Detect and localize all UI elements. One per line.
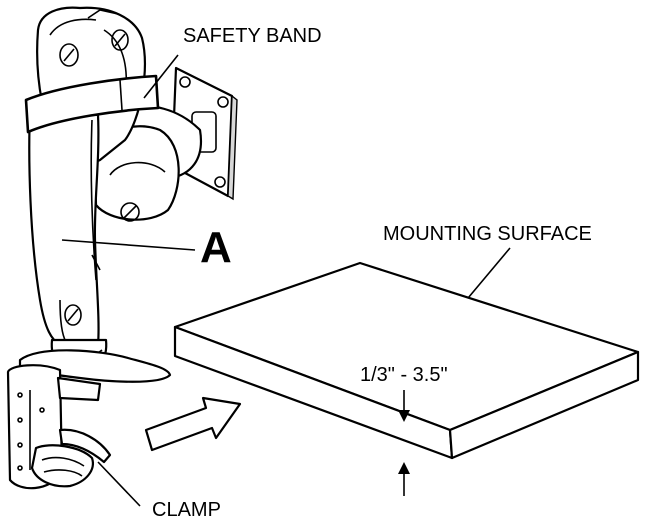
clamp-leader	[97, 461, 141, 507]
thickness-arrow-bottom-icon	[398, 462, 410, 496]
clamp-screw	[30, 428, 112, 488]
upright-column	[28, 108, 101, 347]
thickness-range-label: 1/3" - 3.5"	[360, 364, 448, 386]
cradle-mount	[6, 6, 238, 490]
thickness-arrow-top-icon	[398, 390, 410, 422]
safety-band-leader	[143, 54, 179, 99]
safety-band	[24, 74, 160, 134]
safety-band-label: SAFETY BAND	[183, 25, 322, 47]
clamp-label: CLAMP	[152, 499, 221, 521]
mounting-surface-slab	[173, 261, 640, 460]
direction-arrow-icon	[144, 396, 242, 452]
swivel-arm	[93, 105, 203, 222]
part-a-label: A	[200, 223, 232, 272]
part-a-leader	[61, 239, 196, 251]
mounting-surface-label: MOUNTING SURFACE	[383, 223, 592, 245]
